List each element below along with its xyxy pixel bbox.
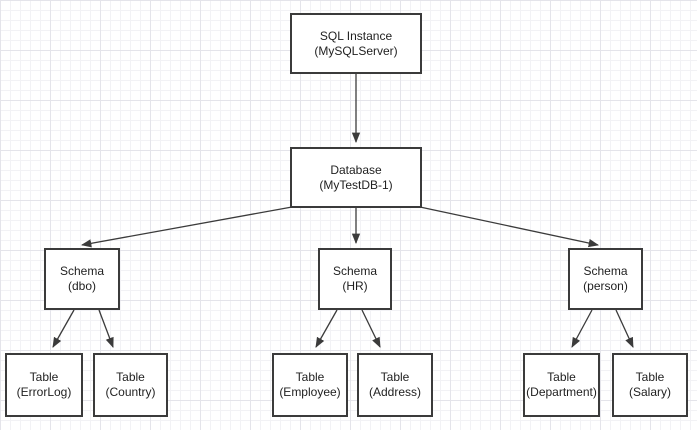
edge-schema-person-to-table-salary	[615, 309, 634, 348]
node-label-line2: (Address)	[368, 385, 421, 399]
node-label-line2: (HR)	[342, 279, 368, 293]
node-label-line2: (MySQLServer)	[314, 43, 398, 58]
edge-schema-hr-to-table-address	[361, 309, 381, 348]
edge-database-to-schema-dbo	[80, 206, 293, 248]
node-label-line1: Table	[29, 370, 59, 384]
node-label-line2: (Country)	[105, 385, 156, 399]
node-label-line2: (Employee)	[279, 385, 341, 399]
edge-schema-person-to-table-department	[571, 309, 593, 348]
node-label-line2: (MyTestDB-1)	[319, 177, 393, 192]
node-label-line2: (Department)	[526, 385, 597, 399]
node-label-line1: Table	[116, 370, 145, 384]
node-database[interactable]: Database (MyTestDB-1)	[290, 147, 422, 208]
node-label-line1: SQL Instance	[319, 28, 393, 43]
node-schema-person[interactable]: Schema (person)	[568, 248, 643, 310]
node-table-errorlog[interactable]: Table (ErrorLog)	[5, 353, 83, 417]
node-label-line1: Schema	[583, 264, 628, 278]
node-label-line1: Database	[330, 162, 382, 177]
node-label-line2: (person)	[583, 279, 628, 293]
node-table-department[interactable]: Table (Department)	[523, 353, 600, 417]
node-label-line1: Table	[547, 370, 576, 384]
edge-schema-dbo-to-table-errorlog	[52, 309, 75, 348]
node-sql-instance[interactable]: SQL Instance (MySQLServer)	[290, 13, 422, 74]
node-label-line1: Table	[380, 370, 410, 384]
edge-database-to-schema-person	[419, 206, 600, 248]
node-schema-dbo[interactable]: Schema (dbo)	[44, 248, 120, 310]
edge-schema-dbo-to-table-country	[98, 309, 114, 348]
node-label-line2: (ErrorLog)	[16, 385, 72, 399]
node-label-line2: (dbo)	[67, 279, 96, 293]
node-table-employee[interactable]: Table (Employee)	[272, 353, 348, 417]
node-label-line1: Table	[635, 370, 665, 384]
node-label-line1: Schema	[332, 264, 378, 278]
node-label-line1: Schema	[59, 264, 105, 278]
node-table-country[interactable]: Table (Country)	[93, 353, 168, 417]
edge-schema-hr-to-table-employee	[315, 309, 338, 348]
node-label-line2: (Salary)	[628, 385, 671, 399]
node-table-address[interactable]: Table (Address)	[357, 353, 433, 417]
node-table-salary[interactable]: Table (Salary)	[612, 353, 688, 417]
node-label-line1: Table	[295, 370, 325, 384]
node-schema-hr[interactable]: Schema (HR)	[318, 248, 392, 310]
